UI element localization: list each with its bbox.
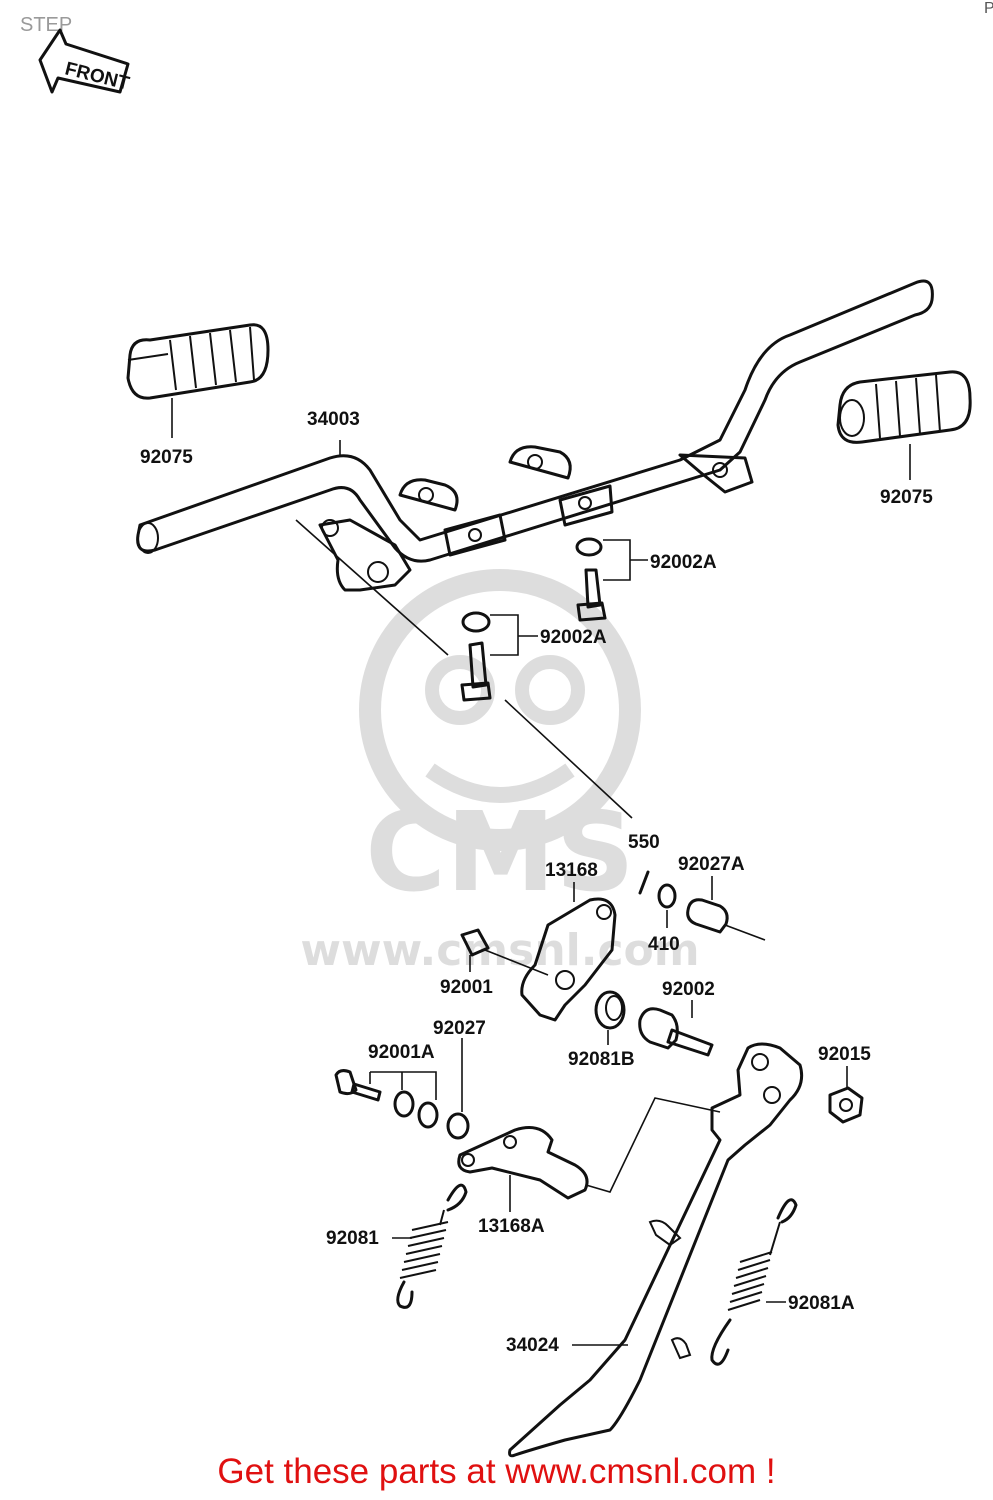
label-bolt-92001: 92001 <box>440 977 493 998</box>
spring-92081a <box>710 1198 798 1366</box>
label-collar-92027: 92027 <box>433 1018 486 1039</box>
footpeg-right <box>836 370 972 444</box>
step-bar <box>136 279 934 592</box>
label-footpeg-right: 92075 <box>880 487 933 508</box>
nut-92015 <box>828 1086 864 1124</box>
bracket-13168 <box>520 897 617 1022</box>
bolt-set-upper <box>575 537 607 622</box>
bolt-92002 <box>638 1007 714 1057</box>
label-footpeg-left: 92075 <box>140 447 193 468</box>
footpeg-left <box>126 323 270 400</box>
collar-92027 <box>446 1112 470 1140</box>
cotter-pin <box>638 870 650 895</box>
label-clevis-pin: 92027A <box>678 854 745 875</box>
label-bracket-13168: 13168 <box>545 860 598 881</box>
footer-cta-link[interactable]: Get these parts at www.cmsnl.com ! <box>217 1452 776 1491</box>
side-stand <box>508 1042 804 1458</box>
label-washer: 410 <box>648 934 680 955</box>
corner-mark: P <box>984 0 993 17</box>
spring-92081 <box>396 1183 468 1309</box>
label-cotter-pin: 550 <box>628 832 660 853</box>
label-bolt-92002: 92002 <box>662 979 715 1000</box>
front-label: FRONT <box>63 58 132 94</box>
label-lever-bracket-13168a: 13168A <box>478 1216 545 1237</box>
washer <box>657 883 677 909</box>
watermark-url: www.cmsnl.com <box>300 925 699 976</box>
clevis-pin <box>686 898 766 941</box>
label-bolt-set-92001a: 92001A <box>368 1042 435 1063</box>
label-spring-92081b: 92081B <box>568 1049 635 1070</box>
label-spring-92081a: 92081A <box>788 1293 855 1314</box>
svg-text:CMS: CMS <box>365 788 634 916</box>
bolt-set-lower <box>460 611 492 702</box>
lever-bracket-13168a <box>457 1097 721 1200</box>
bolt-set-92001a <box>334 1069 439 1129</box>
label-side-stand: 34024 <box>506 1335 559 1356</box>
label-step-bar: 34003 <box>307 409 360 430</box>
label-bolt-set-lower: 92002A <box>540 627 607 648</box>
spring-92081b <box>594 990 626 1030</box>
label-nut-92015: 92015 <box>818 1044 871 1065</box>
label-spring-92081: 92081 <box>326 1228 379 1249</box>
label-bolt-set-upper: 92002A <box>650 552 717 573</box>
bolt-92001 <box>460 928 549 976</box>
watermark-logo: CMS www.cmsnl.com <box>300 569 700 976</box>
front-arrow-icon: FRONT <box>38 28 132 95</box>
